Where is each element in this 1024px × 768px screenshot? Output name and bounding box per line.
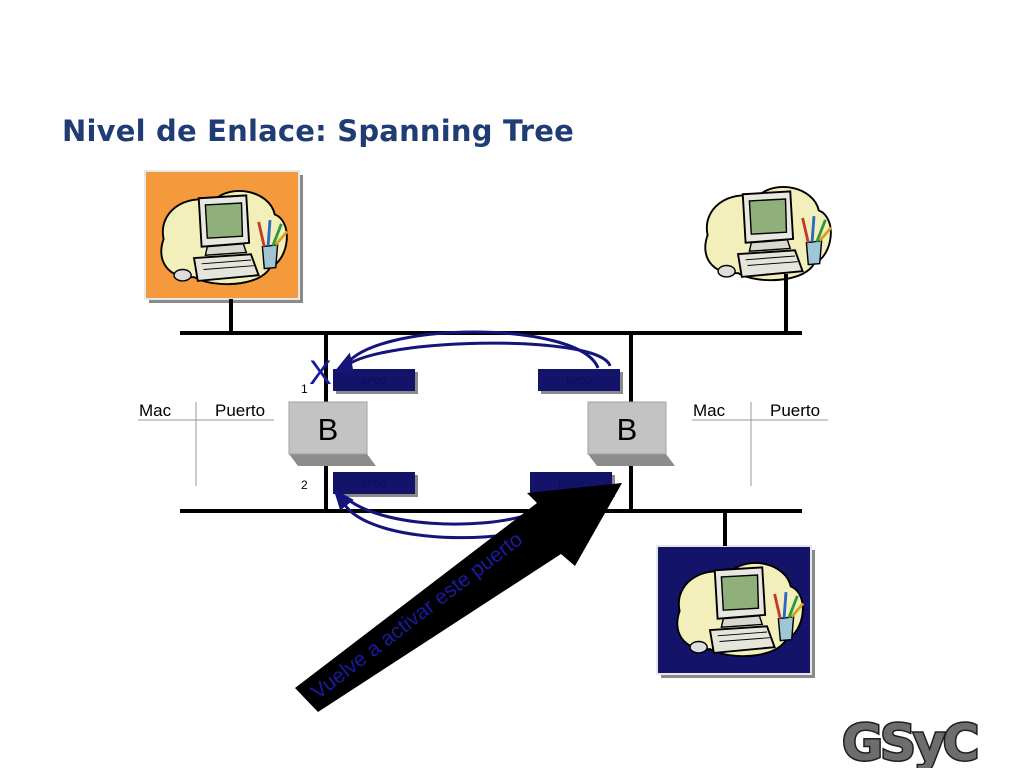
port-number-1: 1 bbox=[301, 382, 308, 396]
computer-clipart-icon bbox=[159, 189, 289, 286]
port-header: Puerto bbox=[215, 401, 265, 420]
page-title: Nivel de Enlace: Spanning Tree bbox=[62, 114, 575, 148]
bpdu-bottom-left: BPDU bbox=[333, 472, 418, 497]
computer-top-right bbox=[703, 185, 833, 282]
mac-table-right: Mac Puerto bbox=[692, 401, 828, 486]
bridge-right: B bbox=[587, 401, 675, 466]
mac-table-left: Mac Puerto bbox=[138, 401, 274, 486]
bpdu-path-top bbox=[332, 330, 612, 374]
bpdu-top-left: BPDU bbox=[333, 369, 418, 394]
blocked-port-mark: X bbox=[309, 354, 332, 392]
computer-clipart-icon bbox=[675, 561, 805, 658]
mac-header: Mac bbox=[139, 401, 172, 420]
bridge-label: B bbox=[617, 412, 638, 447]
gsyc-logo: GSyC bbox=[842, 714, 977, 768]
computer-clipart-icon bbox=[703, 185, 833, 282]
mac-header: Mac bbox=[693, 401, 726, 420]
arrow-annotation: Vuelve a activar este puerto bbox=[307, 528, 527, 704]
svg-text:BPDU: BPDU bbox=[361, 376, 386, 386]
bridge-left: B bbox=[288, 401, 376, 466]
computer-bottom-right bbox=[656, 545, 815, 678]
port-number-2: 2 bbox=[301, 478, 308, 492]
port-header: Puerto bbox=[770, 401, 820, 420]
svg-text:BPDU: BPDU bbox=[558, 479, 583, 489]
svg-text:BPDU: BPDU bbox=[361, 479, 386, 489]
bpdu-top-right: BPDU bbox=[538, 369, 623, 394]
computer-top-left bbox=[144, 170, 303, 303]
svg-text:BPDU: BPDU bbox=[566, 376, 591, 386]
bridge-label: B bbox=[318, 412, 339, 447]
arrow-icon: Vuelve a activar este puerto bbox=[295, 483, 622, 712]
